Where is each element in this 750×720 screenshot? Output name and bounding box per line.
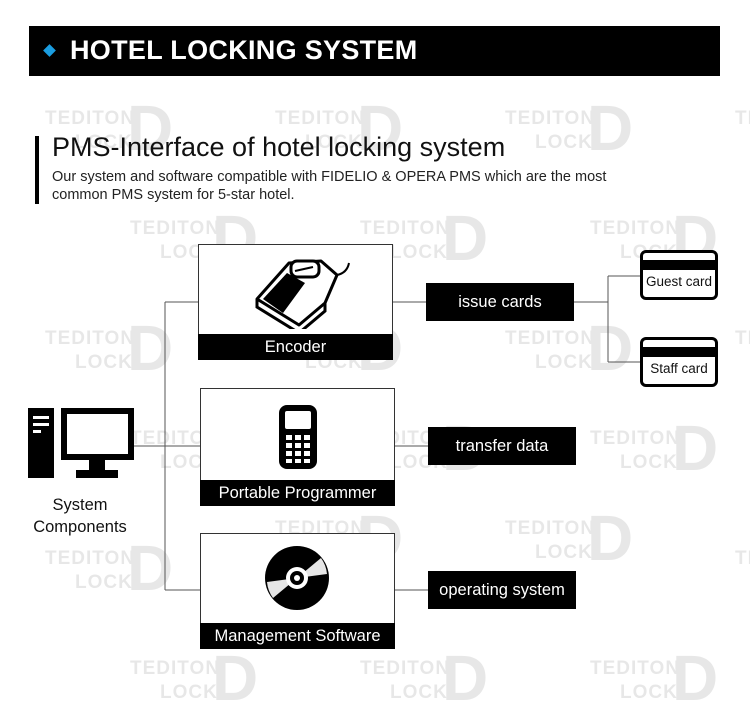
staff-card-label: Staff card [650, 361, 708, 376]
key-card-icon [643, 260, 715, 270]
issue-cards-tag: issue cards [426, 283, 574, 321]
section-description: Our system and software compatible with … [52, 169, 607, 203]
desktop-computer-icon [28, 408, 134, 478]
encoder-box: Encoder [198, 244, 393, 360]
staff-card: Staff card [640, 337, 718, 387]
operating-system-tag: operating system [428, 571, 576, 609]
system-label-line1: System [52, 496, 108, 514]
page-title: HOTEL LOCKING SYSTEM [70, 35, 418, 65]
card-encoder-icon [255, 259, 350, 329]
guest-card: Guest card [640, 250, 718, 300]
management-software-label: Management Software [200, 623, 395, 649]
transfer-data-tag: transfer data [428, 427, 576, 465]
key-card-icon [643, 347, 715, 357]
connector-lines [132, 275, 641, 591]
software-disc-icon [265, 546, 329, 610]
portable-programmer-label: Portable Programmer [200, 480, 395, 506]
portable-programmer-box: Portable Programmer [200, 388, 395, 506]
encoder-label: Encoder [198, 334, 393, 360]
handheld-programmer-icon [279, 405, 317, 469]
section-title: PMS-Interface of hotel locking system [52, 132, 506, 162]
system-components-label: System Components [20, 494, 140, 538]
system-label-line2: Components [33, 518, 127, 536]
management-software-box: Management Software [200, 533, 395, 649]
section-accent-bar [35, 136, 39, 204]
guest-card-label: Guest card [645, 274, 713, 289]
header-banner: HOTEL LOCKING SYSTEM [29, 26, 720, 76]
